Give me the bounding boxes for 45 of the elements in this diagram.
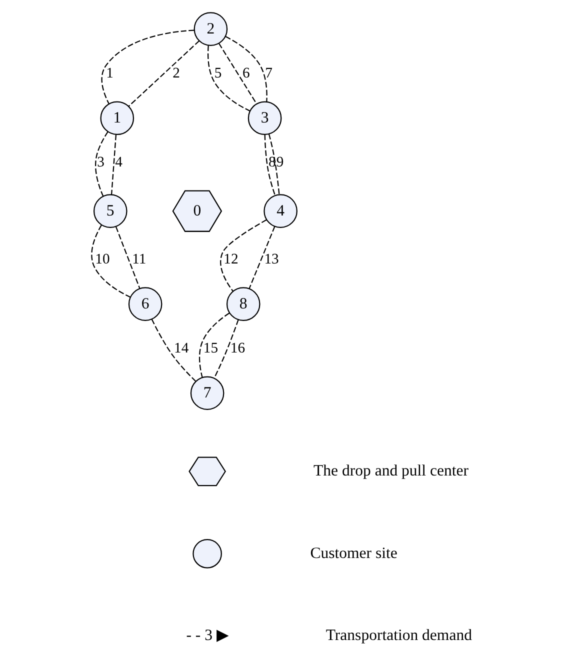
legend-label: Customer site	[310, 544, 398, 562]
edge-label: 3	[97, 154, 104, 170]
node-circle: 1	[100, 101, 134, 136]
legend-label: The drop and pull center	[314, 462, 469, 480]
connector	[268, 134, 280, 194]
connector	[225, 36, 268, 102]
node-circle: 3	[248, 101, 282, 136]
label: - - 3 ▶	[186, 627, 228, 644]
edge-label: 15	[203, 340, 218, 356]
connector	[128, 40, 200, 107]
node-circle: 6	[128, 287, 162, 321]
legend-label: Transportation demand	[326, 627, 472, 644]
connector	[220, 219, 267, 292]
connector	[207, 46, 250, 112]
connector	[218, 43, 257, 104]
edge-label: 13	[264, 251, 279, 268]
connector	[214, 320, 239, 378]
connector	[110, 134, 117, 195]
connector	[95, 131, 108, 197]
connector	[101, 30, 194, 104]
edge-label: 5	[214, 65, 222, 82]
edge-label: 1	[106, 65, 114, 82]
connector	[115, 226, 140, 289]
edge-label: 11	[132, 251, 146, 268]
node-hexagon	[188, 456, 226, 486]
edge-label: 14	[174, 340, 189, 356]
node-circle: 8	[226, 287, 260, 321]
edge-label: 16	[230, 340, 246, 356]
edge-label: 10	[95, 251, 110, 268]
node-circle: 7	[190, 376, 224, 410]
edge-label: 6	[242, 65, 250, 82]
node-circle: 4	[264, 194, 298, 228]
node-circle	[192, 539, 222, 568]
connector	[248, 226, 276, 289]
node-circle: 5	[93, 194, 128, 228]
node-circle: 2	[194, 12, 228, 46]
edge-label: 12	[224, 251, 238, 268]
edge-label: 9	[276, 154, 284, 170]
connector	[91, 224, 130, 298]
edge-label: 4	[115, 154, 123, 170]
connector	[264, 134, 276, 196]
connector	[151, 319, 196, 382]
connector	[198, 312, 230, 378]
edge-label: 2	[172, 65, 180, 82]
edge-label: 7	[265, 65, 272, 82]
